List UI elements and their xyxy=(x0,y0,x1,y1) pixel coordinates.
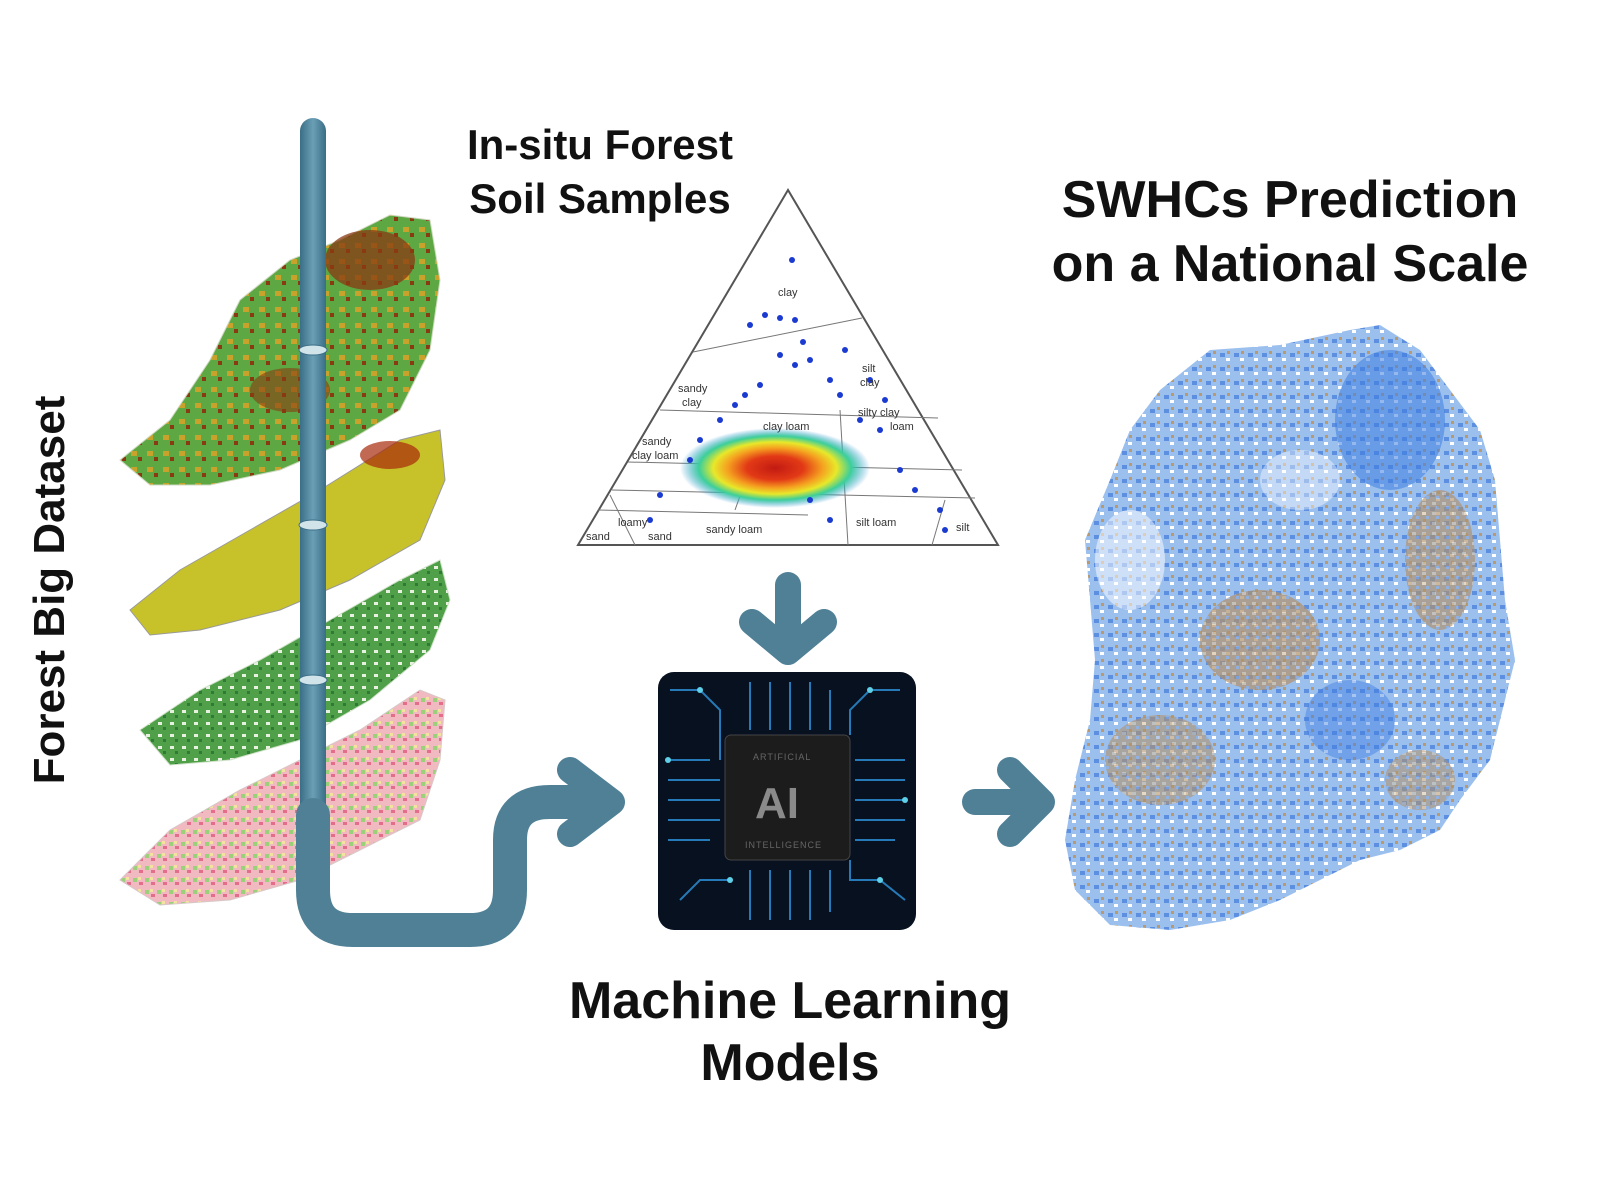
forest-map-stack xyxy=(119,118,451,906)
swhc-line-1: SWHCs Prediction xyxy=(1061,171,1519,229)
sample-points xyxy=(647,257,948,533)
svg-text:sandy loam: sandy loam xyxy=(706,524,762,536)
svg-text:clay: clay xyxy=(778,287,798,299)
soil-samples-line-2: Soil Samples xyxy=(469,175,731,222)
map-layer-climate xyxy=(129,429,446,636)
svg-text:sand: sand xyxy=(586,531,610,543)
svg-text:clay loam: clay loam xyxy=(763,421,809,433)
soil-samples-title: In-situ Forest Soil Samples xyxy=(440,118,760,226)
chip-bottom-text: INTELLIGENCE xyxy=(745,840,822,850)
svg-text:clay loam: clay loam xyxy=(632,450,678,462)
ml-line-2: Models xyxy=(700,1034,880,1092)
forest-dataset-title: Forest Big Dataset xyxy=(25,395,74,785)
machine-learning-title: Machine Learning Models xyxy=(560,970,1020,1094)
arrow-down-head xyxy=(739,609,837,665)
svg-text:silty clay: silty clay xyxy=(858,407,900,419)
svg-text:silt: silt xyxy=(956,522,969,534)
ml-line-1: Machine Learning xyxy=(568,972,1012,1030)
svg-text:silt: silt xyxy=(862,363,875,375)
chip-top-text: ARTIFICIAL xyxy=(753,752,811,762)
swhc-line-2: on a National Scale xyxy=(1051,235,1529,293)
svg-text:sandy: sandy xyxy=(678,383,708,395)
svg-text:silt loam: silt loam xyxy=(856,517,896,529)
data-pipe xyxy=(300,118,326,818)
map-layer-soil-type xyxy=(119,689,446,906)
svg-text:clay: clay xyxy=(682,397,702,409)
soil-samples-line-1: In-situ Forest xyxy=(466,121,733,168)
swhc-prediction-title: SWHCs Prediction on a National Scale xyxy=(1040,168,1540,296)
chip-logo: AI xyxy=(755,779,799,828)
svg-text:loam: loam xyxy=(890,421,914,433)
swhc-prediction-map xyxy=(1065,325,1515,930)
map-layer-forest-cover xyxy=(139,559,451,766)
arrow-right-head xyxy=(997,757,1055,847)
svg-text:sand: sand xyxy=(648,531,672,543)
arrow-head-to-model xyxy=(557,757,625,847)
svg-text:clay: clay xyxy=(860,377,880,389)
ai-chip-illustration: ARTIFICIAL AI INTELLIGENCE xyxy=(658,672,916,930)
svg-text:loamy: loamy xyxy=(618,517,648,529)
soil-texture-triangle: clay silt clay sandy clay silty clay loa… xyxy=(576,188,1000,546)
flow-arrow-to-model xyxy=(296,785,597,947)
svg-text:sandy: sandy xyxy=(642,436,672,448)
